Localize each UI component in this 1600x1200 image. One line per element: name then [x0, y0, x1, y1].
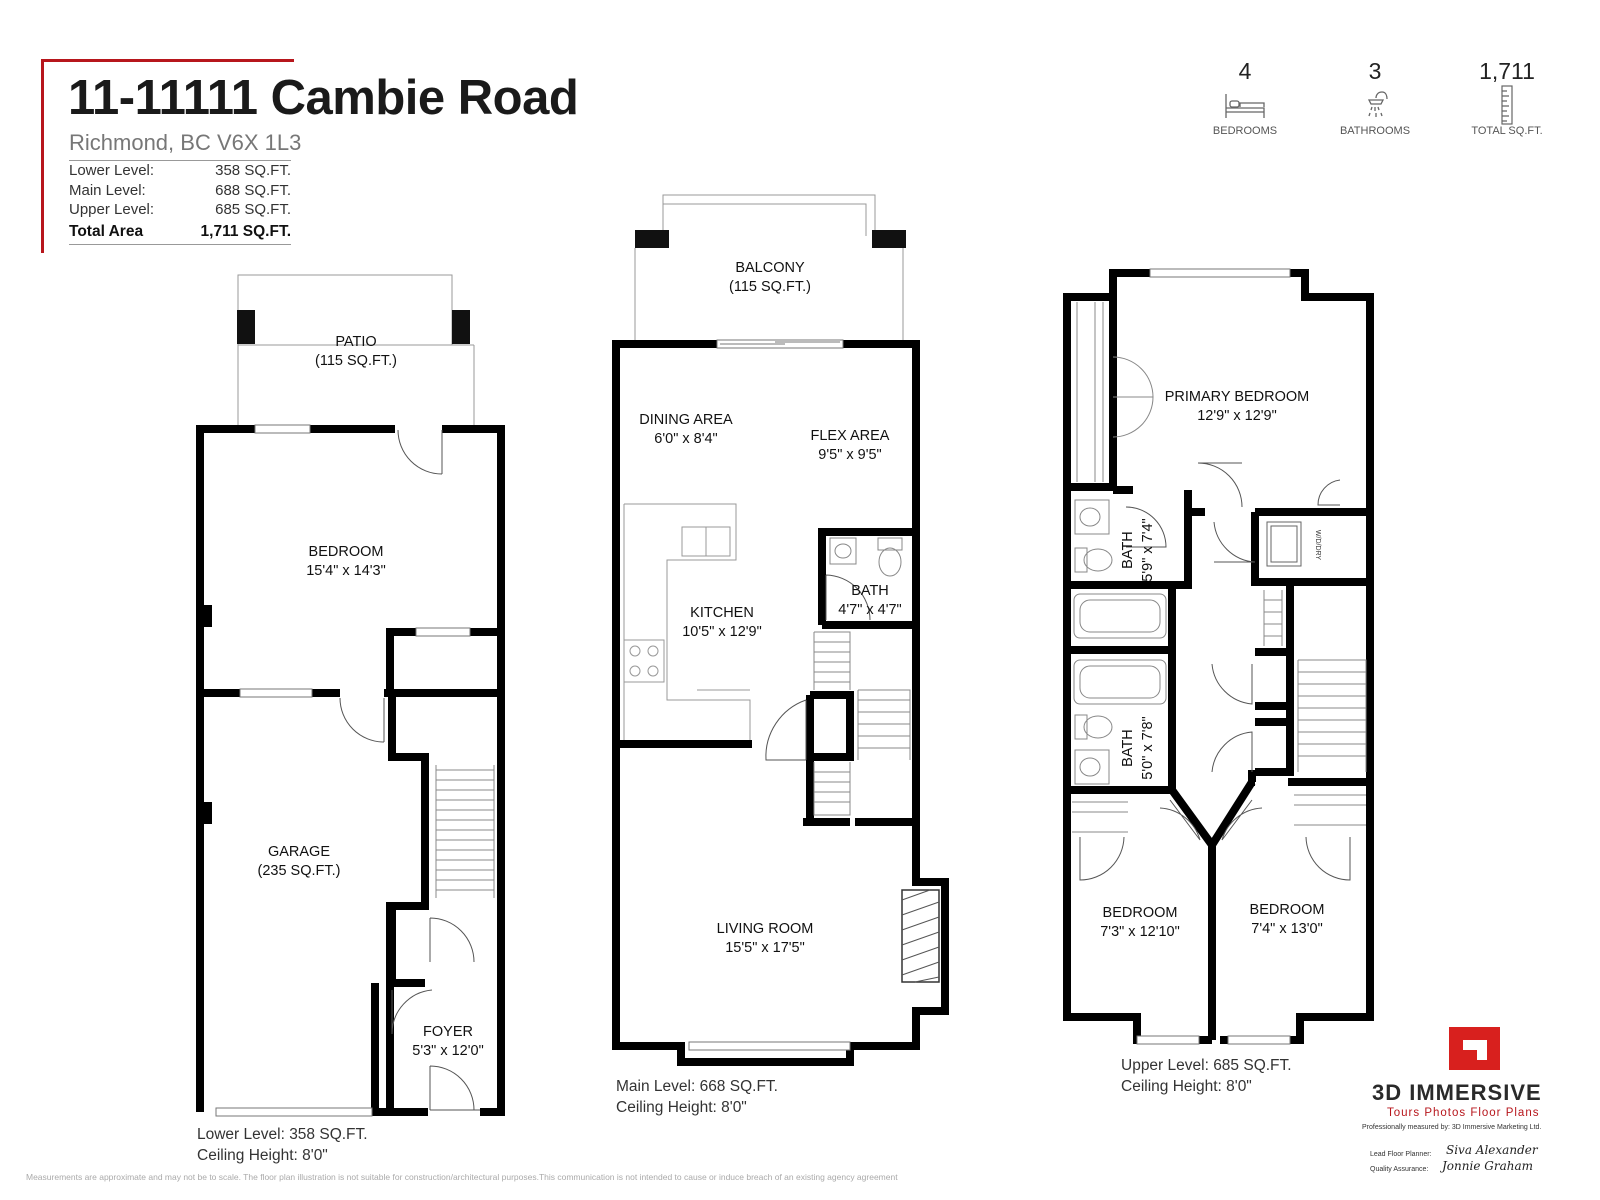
- accent-rule-left: [41, 59, 44, 253]
- lower-wall-nib: [200, 802, 212, 824]
- balcony-size: (115 SQ.FT.): [729, 279, 811, 295]
- lower-bedroom-size: 15'4" x 14'3": [306, 563, 386, 579]
- flex-size: 9'5" x 9'5": [818, 447, 881, 463]
- lower-room-labels: PATIO (115 SQ.FT.) BEDROOM 15'4" x 14'3"…: [258, 334, 484, 1059]
- lower-stairs: [435, 765, 495, 898]
- garage-name: GARAGE: [268, 844, 330, 860]
- upper-bath2-name: BATH: [1120, 729, 1136, 767]
- main-bath-fixtures: [829, 537, 903, 577]
- area-summary-table: Lower Level: 358 SQ.FT. Main Level: 688 …: [69, 160, 291, 245]
- dining-size: 6'0" x 8'4": [654, 431, 717, 447]
- stat-bathrooms: 3 BATHROOMS: [1320, 58, 1430, 137]
- flex-name: FLEX AREA: [811, 428, 890, 444]
- balcony-post-left: [635, 230, 669, 248]
- quality-assurance-signature: Jonnie Graham: [1442, 1159, 1533, 1173]
- upper-bedroom-left-name: BEDROOM: [1103, 905, 1178, 921]
- balcony-name: BALCONY: [735, 260, 805, 276]
- primary-bedroom-size: 12'9" x 12'9": [1197, 408, 1277, 424]
- main-room-labels: BALCONY (115 SQ.FT.) DINING AREA 6'0" x …: [639, 260, 901, 956]
- upper-bedroom-closets: [1072, 794, 1366, 833]
- primary-closet: [1076, 302, 1154, 482]
- upper-bath1-size: 5'9" x 7'4": [1140, 518, 1156, 581]
- upper-level-walls: [1063, 269, 1374, 1044]
- main-bath-name: BATH: [851, 583, 889, 599]
- lower-level-walls: [196, 425, 505, 1116]
- lead-planner-signature: Siva Alexander: [1446, 1143, 1538, 1157]
- lower-doors: [339, 429, 480, 1111]
- main-level-note: Main Level: 668 SQ.FT. Ceiling Height: 8…: [616, 1078, 778, 1116]
- dining-name: DINING AREA: [639, 412, 733, 428]
- brand-name: 3D IMMERSIVE: [1372, 1080, 1542, 1105]
- upper-bedroom-right-size: 7'4" x 13'0": [1251, 921, 1322, 937]
- patio-outline: [237, 274, 475, 425]
- ruler-icon: [1452, 85, 1562, 125]
- lower-wall-nib: [200, 605, 212, 627]
- disclaimer: Measurements are approximate and may not…: [26, 1172, 898, 1182]
- bed-icon: [1190, 85, 1300, 125]
- main-doors: [765, 574, 871, 761]
- property-address: 11-11111 Cambie Road: [68, 71, 579, 125]
- upper-bath1-name: BATH: [1120, 531, 1136, 569]
- main-windows: [688, 339, 851, 1051]
- upper-stairs: [1263, 590, 1367, 772]
- quality-assurance-label: Quality Assurance:: [1370, 1166, 1429, 1173]
- stat-total-sqft: 1,711 TOTAL SQ.FT.: [1452, 58, 1562, 137]
- main-level-walls: [612, 340, 949, 1066]
- primary-bedroom-name: PRIMARY BEDROOM: [1165, 389, 1310, 405]
- patio-name: PATIO: [335, 334, 376, 350]
- upper-bedroom-left-size: 7'3" x 12'10": [1100, 924, 1180, 940]
- fireplace: [901, 889, 940, 983]
- lower-level-note: Lower Level: 358 SQ.FT. Ceiling Height: …: [197, 1126, 368, 1164]
- accent-rule-top: [42, 59, 294, 62]
- main-bath-size: 4'7" x 4'7": [838, 602, 901, 618]
- garage-size: (235 SQ.FT.): [258, 863, 341, 879]
- lower-level-plan: PATIO (115 SQ.FT.) BEDROOM 15'4" x 14'3"…: [196, 274, 505, 1117]
- living-name: LIVING ROOM: [717, 921, 814, 937]
- kitchen-size: 10'5" x 12'9": [682, 624, 762, 640]
- upper-level-note: Upper Level: 685 SQ.FT. Ceiling Height: …: [1121, 1057, 1292, 1095]
- washer-dryer: W/D/DRY: [1266, 521, 1321, 567]
- lower-bedroom-name: BEDROOM: [309, 544, 384, 560]
- upper-windows: [1136, 268, 1291, 1045]
- patio-size: (115 SQ.FT.): [315, 353, 397, 369]
- upper-doors: [1079, 462, 1351, 881]
- area-row-main: Main Level: 688 SQ.FT.: [69, 181, 291, 199]
- main-stairs: [813, 631, 911, 816]
- upper-bath-fixtures: [1073, 499, 1167, 785]
- area-row-total: Total Area 1,711 SQ.FT.: [69, 220, 291, 245]
- property-city: Richmond, BC V6X 1L3: [69, 130, 302, 155]
- living-size: 15'5" x 17'5": [725, 940, 805, 956]
- kitchen-counters: [623, 503, 751, 740]
- foyer-name: FOYER: [423, 1024, 473, 1040]
- upper-level-plan: W/D/DRY: [1063, 268, 1374, 1045]
- wd-label: W/D/DRY: [1314, 530, 1321, 561]
- main-level-plan: BALCONY (115 SQ.FT.) DINING AREA 6'0" x …: [612, 194, 949, 1066]
- lead-planner-label: Lead Floor Planner:: [1370, 1151, 1432, 1158]
- area-row-upper: Upper Level: 685 SQ.FT.: [69, 201, 291, 218]
- measured-by: Professionally measured by: 3D Immersive…: [1362, 1124, 1542, 1131]
- stat-bedrooms: 4 BEDROOMS: [1190, 58, 1300, 137]
- brand-logo-icon: [1449, 1027, 1500, 1070]
- patio-post-left: [237, 310, 255, 344]
- area-row-lower: Lower Level: 358 SQ.FT.: [69, 162, 291, 179]
- patio-post-right: [452, 310, 470, 344]
- balcony-outline: [634, 194, 904, 340]
- lower-windows: [215, 424, 471, 1117]
- upper-room-labels: PRIMARY BEDROOM 12'9" x 12'9" BATH 5'9" …: [1100, 389, 1324, 940]
- foyer-size: 5'3" x 12'0": [412, 1043, 483, 1059]
- brand-tagline: Tours Photos Floor Plans: [1387, 1107, 1540, 1119]
- shower-icon: [1320, 85, 1430, 125]
- upper-bath2-size: 5'0" x 7'8": [1140, 716, 1156, 779]
- upper-bedroom-right-name: BEDROOM: [1250, 902, 1325, 918]
- kitchen-name: KITCHEN: [690, 605, 754, 621]
- balcony-post-right: [872, 230, 906, 248]
